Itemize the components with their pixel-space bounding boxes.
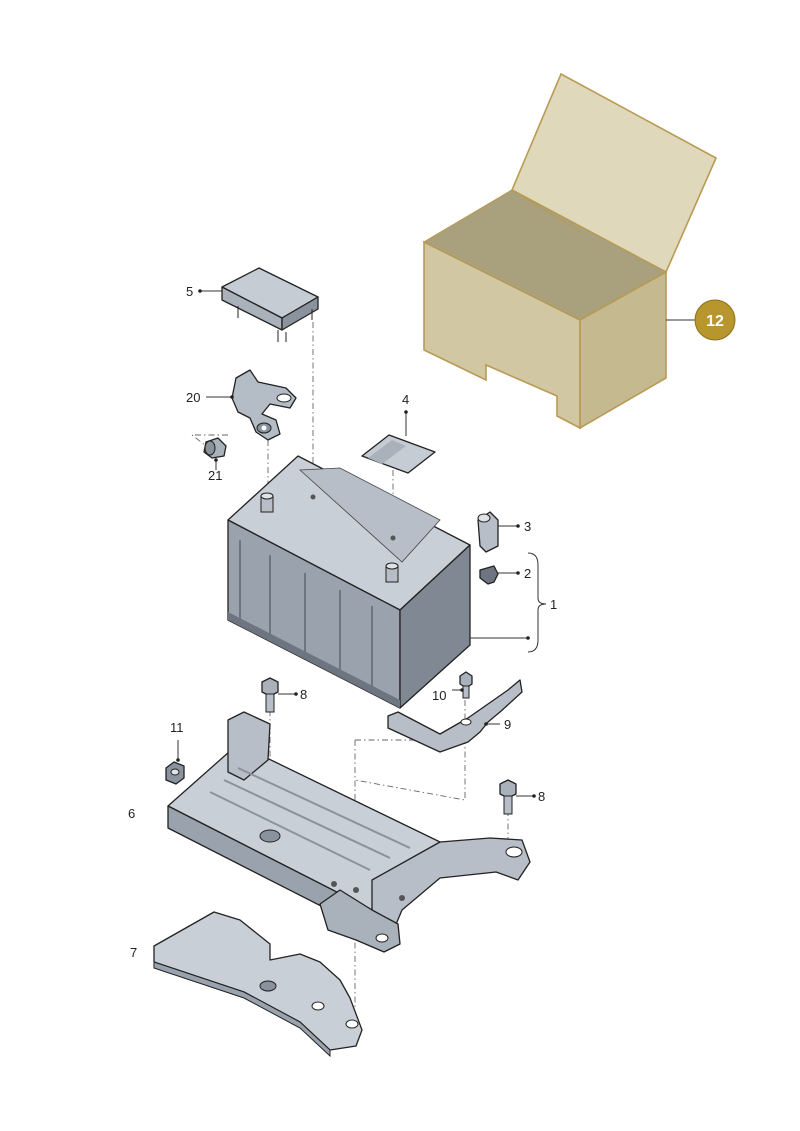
vent-plug-part-3 <box>477 511 499 553</box>
box-part-12 <box>422 72 718 430</box>
part-5-label: 5 <box>186 284 193 299</box>
part-4-label: 4 <box>402 392 409 407</box>
part-21-label: 21 <box>208 468 222 483</box>
terminal-cover-part-5 <box>221 267 319 342</box>
part-12-label: 12 <box>706 313 724 330</box>
battery-tray-part-6 <box>167 711 531 953</box>
part-20-label: 20 <box>186 390 200 405</box>
clamp-bracket-part-9 <box>387 679 523 753</box>
bolt-part-8-upper <box>261 677 279 713</box>
part-6-label: 6 <box>128 806 135 821</box>
part-11-label: 11 <box>170 720 184 735</box>
part-10-label: 10 <box>432 688 446 703</box>
bolt-part-8-lower <box>499 779 517 815</box>
plug-part-2 <box>479 565 499 585</box>
part-8b-label: 8 <box>538 789 545 804</box>
battery-part-1 <box>227 455 471 709</box>
part-2-label: 2 <box>524 566 531 581</box>
terminal-clamp-part-20 <box>231 369 297 441</box>
part-9-label: 9 <box>504 717 511 732</box>
cover-plate-part-7 <box>153 911 363 1058</box>
nut-part-21 <box>203 437 227 459</box>
part-1-label: 1 <box>550 597 557 612</box>
nut-part-11 <box>165 761 185 785</box>
part-8a-label: 8 <box>300 687 307 702</box>
part-7-label: 7 <box>130 945 137 960</box>
bolt-part-10 <box>459 671 473 699</box>
part-12-badge[interactable] <box>694 299 736 341</box>
box-right-face <box>579 270 667 430</box>
part-3-label: 3 <box>524 519 531 534</box>
label-part-4 <box>361 434 436 474</box>
